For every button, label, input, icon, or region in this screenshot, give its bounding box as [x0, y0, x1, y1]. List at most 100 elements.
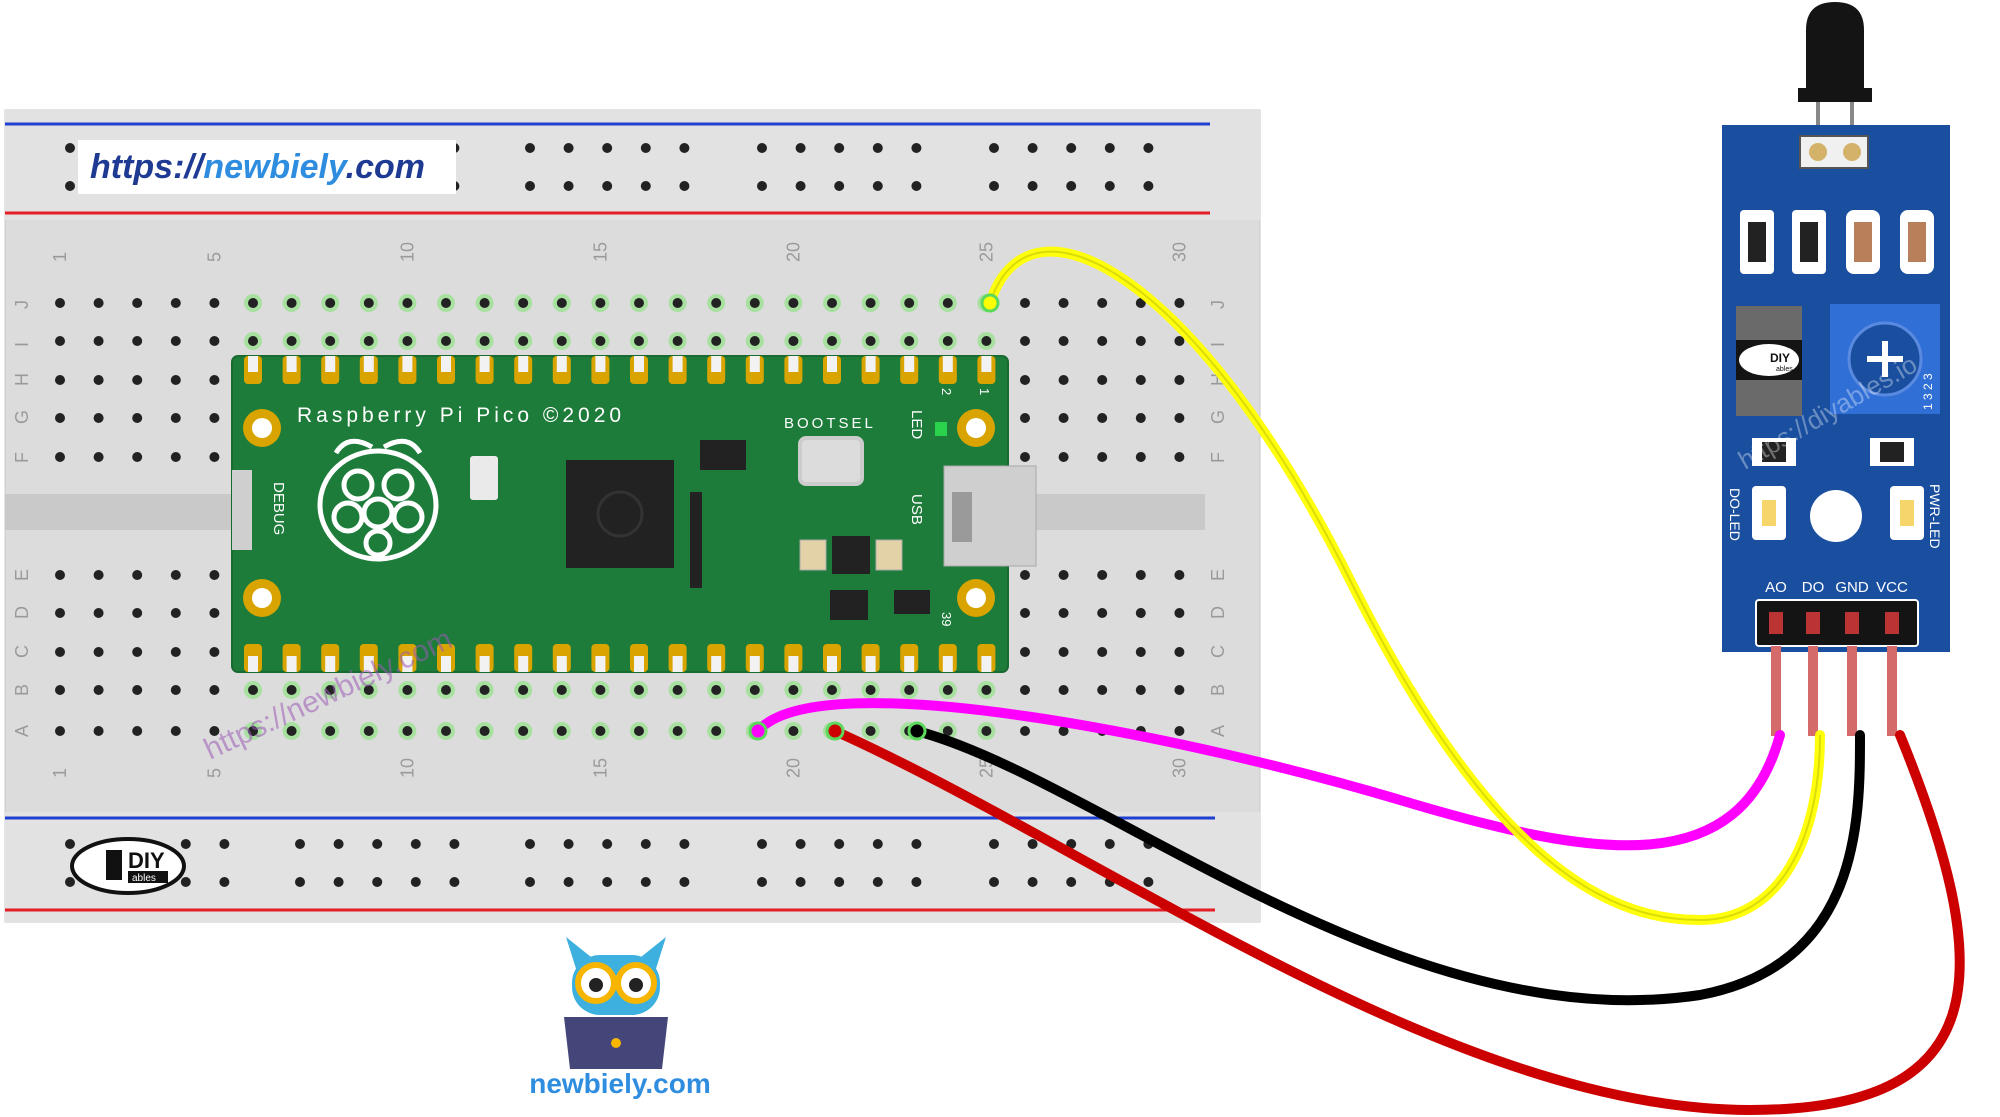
- rail-hole: [1066, 181, 1077, 191]
- sensor-resistors: [1740, 210, 1934, 274]
- rail-hole: [333, 877, 344, 887]
- potentiometer[interactable]: 1 3 2 3: [1830, 304, 1940, 414]
- pico-pin-pad: [981, 356, 992, 372]
- chip-logo-sub: ables: [1776, 366, 1793, 373]
- pico-pin-pad: [942, 356, 953, 372]
- rail-hole: [372, 877, 383, 887]
- breadboard-hole: [402, 298, 413, 308]
- sensor-pin-leg: [1847, 646, 1857, 736]
- comparator-chip: DIY ables: [1736, 306, 1802, 416]
- footer-url[interactable]: newbiely.com: [529, 1068, 711, 1099]
- breadboard-hole: [672, 726, 683, 736]
- breadboard-hole: [904, 336, 915, 346]
- breadboard-hole: [1097, 685, 1108, 695]
- rail-hole: [989, 143, 999, 153]
- rail-hole: [1027, 877, 1038, 887]
- pico-pin-pad: [518, 656, 529, 672]
- pico-pin-pad: [479, 356, 490, 372]
- breadboard-hole: [325, 298, 336, 308]
- sensor-pin-leg: [1808, 646, 1818, 736]
- rail-hole: [795, 143, 806, 153]
- pico-pin-pad: [248, 356, 258, 372]
- diyables-logo: DIY ables: [70, 837, 186, 895]
- breadboard-hole: [209, 298, 220, 308]
- breadboard-hole: [55, 375, 65, 385]
- breadboard-hole: [749, 685, 760, 695]
- breadboard-hole: [1174, 413, 1185, 423]
- row-letter-label: D: [12, 606, 32, 619]
- breadboard-hole: [170, 726, 181, 736]
- breadboard-hole: [518, 298, 529, 308]
- breadboard-hole: [1058, 452, 1069, 462]
- breadboard-hole: [132, 375, 143, 385]
- rail-hole: [911, 143, 922, 153]
- breadboard-hole: [788, 298, 799, 308]
- breadboard-hole: [749, 336, 760, 346]
- breadboard-hole: [1058, 685, 1069, 695]
- breadboard-hole: [1135, 685, 1146, 695]
- column-number-label: 5: [204, 768, 224, 778]
- breadboard-hole: [170, 685, 181, 695]
- rail-hole: [640, 143, 651, 153]
- breadboard-hole: [1174, 336, 1185, 346]
- breadboard-hole: [827, 298, 837, 308]
- breadboard-hole: [865, 336, 876, 346]
- breadboard-hole: [1174, 726, 1185, 736]
- breadboard-hole: [634, 298, 644, 308]
- rail-hole: [65, 181, 75, 191]
- rail-hole: [640, 839, 651, 849]
- breadboard-hole: [55, 413, 65, 423]
- pico-pin-pad: [595, 356, 606, 372]
- breadboard-hole: [942, 336, 953, 346]
- breadboard-hole: [93, 413, 104, 423]
- breadboard-hole: [132, 647, 143, 657]
- rail-hole: [757, 877, 767, 887]
- breadboard-hole: [1174, 298, 1185, 308]
- rail-hole: [295, 839, 305, 849]
- do-led-label: DO-LED: [1727, 488, 1743, 541]
- breadboard-hole: [556, 298, 567, 308]
- site-prefix: https://: [90, 148, 204, 186]
- column-number-label: 15: [590, 758, 610, 778]
- breadboard-hole: [1097, 336, 1108, 346]
- breadboard-hole: [904, 685, 915, 695]
- pico-pin-pad: [363, 356, 374, 372]
- breadboard-hole: [209, 336, 220, 346]
- breadboard-hole: [711, 685, 722, 695]
- breadboard-hole: [402, 726, 413, 736]
- breadboard-hole: [518, 726, 529, 736]
- breadboard-hole: [55, 685, 65, 695]
- sensor-pin-label: AO: [1765, 579, 1787, 596]
- breadboard-hole: [672, 685, 683, 695]
- breadboard-hole: [1058, 608, 1069, 618]
- breadboard-hole: [1174, 685, 1185, 695]
- column-number-label: 30: [1169, 758, 1189, 778]
- rail-hole: [602, 181, 613, 191]
- breadboard-hole: [479, 685, 490, 695]
- breadboard-hole: [711, 336, 722, 346]
- breadboard-hole: [55, 298, 65, 308]
- rail-hole: [1104, 839, 1115, 849]
- breadboard-hole: [1058, 413, 1069, 423]
- breadboard-hole: [286, 336, 297, 346]
- breadboard-hole: [363, 336, 374, 346]
- breadboard-hole: [1020, 647, 1030, 657]
- rail-hole: [640, 877, 651, 887]
- breadboard-hole: [363, 685, 374, 695]
- column-number-label: 20: [783, 242, 803, 262]
- breadboard-hole: [209, 375, 220, 385]
- bootsel-button[interactable]: [798, 436, 864, 486]
- breadboard-hole: [170, 647, 181, 657]
- breadboard-hole: [170, 298, 181, 308]
- breadboard-hole: [556, 685, 567, 695]
- row-letter-label: J: [12, 300, 32, 309]
- rail-hole: [872, 143, 883, 153]
- rail-hole: [563, 877, 574, 887]
- rail-hole: [1143, 877, 1154, 887]
- breadboard-hole: [441, 685, 451, 695]
- pico-pin-pad: [556, 356, 567, 372]
- breadboard-hole: [93, 726, 104, 736]
- breadboard-hole: [209, 452, 220, 462]
- breadboard-hole: [711, 298, 722, 308]
- breadboard-hole: [1020, 336, 1030, 346]
